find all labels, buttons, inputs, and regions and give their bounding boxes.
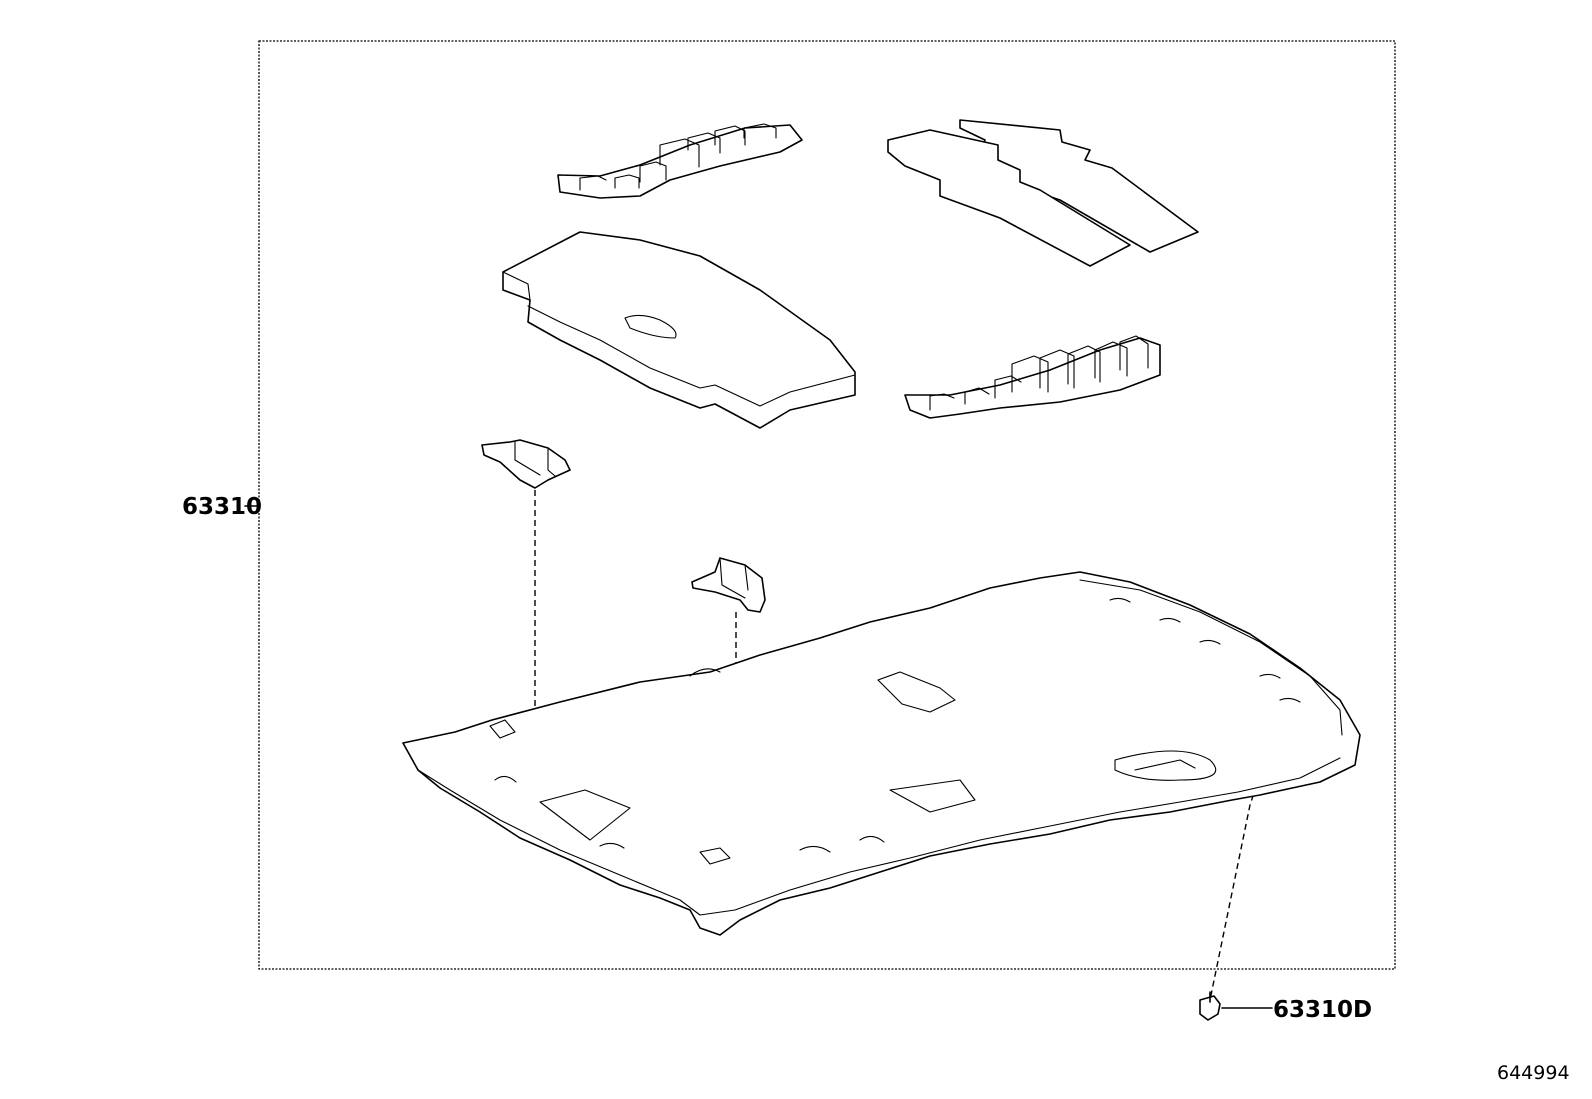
part-number-label: 63310 (182, 494, 262, 520)
impact-absorber-rear (904, 335, 1161, 419)
part-number-label: 63310D (1273, 997, 1372, 1023)
assembly-frame (258, 40, 1396, 970)
roof-headlining (402, 571, 1361, 936)
clip-part (1199, 991, 1221, 1021)
headlining-pad (502, 231, 856, 429)
clip-bracket-center (691, 557, 766, 613)
sound-pad-strips (887, 119, 1199, 267)
clip-bracket-left (481, 439, 571, 489)
impact-absorber-front-upper (557, 123, 803, 199)
figure-id-label: 644994 (1497, 1062, 1570, 1084)
